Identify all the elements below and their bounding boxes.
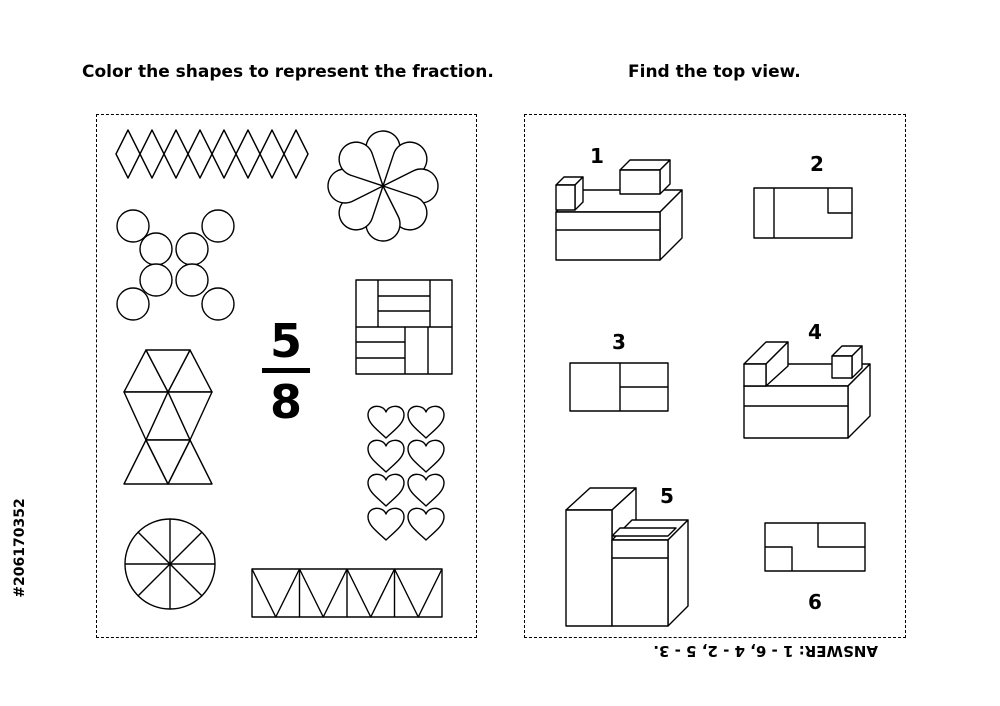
isometric-block-icon bbox=[566, 488, 688, 626]
fraction-panel bbox=[96, 114, 477, 638]
rectangle-square-icon bbox=[356, 280, 452, 374]
view-number-2: 2 bbox=[810, 152, 824, 176]
view-number-1: 1 bbox=[590, 144, 604, 168]
circles-cross-icon bbox=[117, 210, 234, 320]
fraction-numerator: 5 bbox=[269, 314, 302, 368]
answer-key: ANSWER: 1 - 6, 4 - 2, 5 - 3. bbox=[653, 642, 878, 660]
isometric-block-icon bbox=[556, 160, 682, 260]
fraction-bar bbox=[262, 368, 310, 373]
top-view-icon bbox=[754, 188, 852, 238]
pie-circle-icon bbox=[125, 519, 215, 609]
right-heading: Find the top view. bbox=[628, 62, 801, 82]
hearts-icon bbox=[368, 406, 444, 540]
fraction: 5 8 bbox=[262, 318, 310, 425]
top-view-icon bbox=[765, 523, 865, 571]
fraction-denominator: 8 bbox=[269, 375, 302, 429]
view-number-6: 6 bbox=[808, 590, 822, 614]
diamond-row-icon bbox=[116, 130, 308, 178]
flower-icon bbox=[328, 131, 438, 241]
stock-id: #206170352 bbox=[12, 498, 28, 598]
triangle-grid-icon bbox=[124, 350, 212, 484]
top-view-panel bbox=[524, 114, 906, 638]
view-number-4: 4 bbox=[808, 320, 822, 344]
view-number-3: 3 bbox=[612, 330, 626, 354]
view-number-5: 5 bbox=[660, 484, 674, 508]
triangle-strip-icon bbox=[252, 569, 442, 617]
top-view-icon bbox=[570, 363, 668, 411]
left-heading: Color the shapes to represent the fracti… bbox=[82, 62, 494, 82]
isometric-block-icon bbox=[744, 342, 870, 438]
